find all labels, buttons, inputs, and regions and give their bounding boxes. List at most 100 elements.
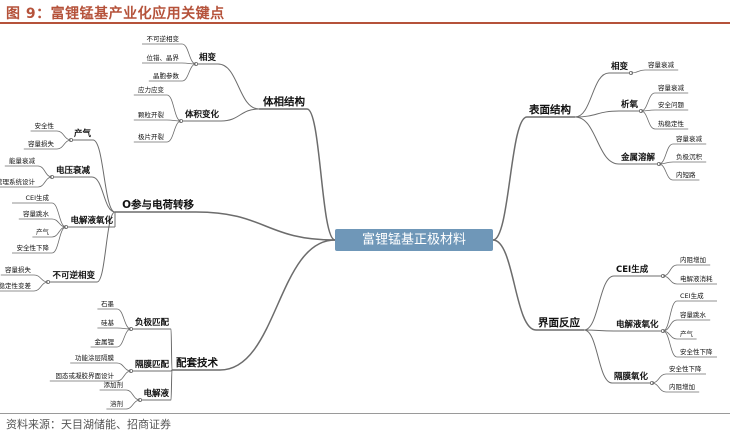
connector-leaf-left1-3-1 bbox=[33, 281, 49, 292]
connector-leaf-left2-2-1 bbox=[125, 399, 141, 410]
branch-left0: 体相结构 bbox=[263, 95, 305, 108]
connector-leaf-left2-1-0 bbox=[116, 362, 132, 372]
leaf-left1-0-0: 安全性 bbox=[35, 121, 55, 130]
connector-leaf-left0-0-0 bbox=[181, 43, 197, 65]
center-node bbox=[335, 229, 493, 251]
leaf-right1-1-0: CEI生成 bbox=[680, 291, 704, 300]
connector-leaf-left2-1-1 bbox=[116, 370, 132, 382]
connector-leaf-right0-1-1 bbox=[640, 109, 656, 112]
bottom-rule bbox=[0, 413, 730, 414]
connector-left0-0 bbox=[217, 63, 260, 110]
leaf-left2-2-1: 溶剂 bbox=[110, 399, 123, 408]
leaf-left2-0-0: 石墨 bbox=[101, 300, 115, 308]
branch-left2: 配套技术 bbox=[176, 356, 218, 369]
connector-leaf-left0-1-2 bbox=[166, 120, 182, 143]
subbranch-right0-2: 金属溶解 bbox=[620, 152, 656, 163]
subbranch-left0-0: 相变 bbox=[199, 52, 217, 63]
leaf-left2-1-0: 功能涂层隔膜 bbox=[75, 353, 115, 362]
leaf-right1-0-1: 电解液消耗 bbox=[680, 274, 713, 283]
source-note: 资料来源：天目湖储能、招商证券 bbox=[6, 418, 171, 431]
connector-right1 bbox=[492, 239, 537, 331]
connector-leaf-right1-1-1 bbox=[662, 319, 678, 332]
connector-leaf-right0-1-0 bbox=[640, 92, 656, 112]
leaf-left1-0-1: 容量损失 bbox=[28, 139, 55, 148]
connector-leaf-left2-0-2 bbox=[116, 328, 132, 348]
connector-right0-1 bbox=[574, 110, 620, 118]
connector-leaf-left2-2-0 bbox=[125, 389, 141, 401]
connector-leaf-left0-1-0 bbox=[166, 94, 182, 122]
center-label: 富锂锰基正极材料 bbox=[362, 232, 466, 248]
figure-title: 图 9：富锂锰基产业化应用关键点 bbox=[6, 6, 225, 22]
leaf-left0-0-1: 位错、晶界 bbox=[147, 53, 180, 62]
subbranch-right1-0: CEI生成 bbox=[616, 264, 649, 275]
connector-left2-2 bbox=[170, 369, 173, 401]
leaf-right1-0-0: 内阻增加 bbox=[680, 255, 706, 264]
subbranch-left0-1: 体积变化 bbox=[185, 109, 220, 120]
leaf-right0-1-0: 容量衰减 bbox=[658, 83, 685, 92]
leaf-left2-1-1: 固态或凝胶界面设计 bbox=[56, 371, 115, 380]
connector-right1-0 bbox=[583, 275, 615, 331]
leaf-left1-3-0: 容量损失 bbox=[5, 265, 32, 274]
connector-leaf-left1-0-0 bbox=[56, 130, 72, 141]
subbranch-right1-1: 电解液氧化 bbox=[616, 319, 659, 330]
leaf-right0-2-2: 内短路 bbox=[676, 170, 696, 179]
connector-left2 bbox=[219, 239, 336, 371]
branch-left1: O参与电荷转移 bbox=[122, 198, 194, 211]
leaf-right1-2-1: 内阻增加 bbox=[669, 382, 695, 391]
leaf-right0-1-2: 热稳定性 bbox=[658, 119, 685, 128]
leaf-left1-1-1: 电池管理系统设计 bbox=[0, 177, 36, 186]
connector-leaf-left1-1-0 bbox=[37, 165, 53, 178]
connector-leaf-left0-0-2 bbox=[181, 63, 197, 82]
subbranch-left2-2: 电解液 bbox=[143, 388, 169, 399]
connector-right0-0 bbox=[574, 72, 610, 118]
connector-leaf-right0-2-2 bbox=[658, 163, 674, 181]
connector-leaf-left0-0-1 bbox=[181, 62, 197, 65]
connector-leaf-right1-0-0 bbox=[662, 264, 678, 277]
leaf-left2-2-0: 添加剂 bbox=[104, 380, 124, 389]
connector-leaf-left1-2-1 bbox=[51, 218, 67, 228]
connector-leaf-right0-0-0 bbox=[630, 69, 646, 74]
branch-right0: 表面结构 bbox=[528, 103, 571, 116]
mindmap-connectors bbox=[0, 43, 717, 410]
leaf-right1-1-3: 安全性下降 bbox=[680, 347, 713, 356]
leaf-left1-3-1: 热稳定性变差 bbox=[0, 281, 32, 290]
leaf-left1-2-2: 产气 bbox=[36, 227, 50, 236]
connector-leaf-left1-2-3 bbox=[51, 226, 67, 254]
leaf-left2-0-2: 金属锂 bbox=[95, 337, 115, 346]
subbranch-left1-1: 电压衰减 bbox=[56, 165, 91, 176]
connector-leaf-right1-1-3 bbox=[662, 330, 678, 358]
subbranch-right0-1: 析氧 bbox=[621, 99, 639, 110]
leaf-right1-1-1: 容量跳水 bbox=[680, 310, 707, 319]
connector-leaf-right0-1-2 bbox=[640, 110, 656, 130]
connector-left2-0 bbox=[170, 328, 173, 371]
connector-right1-1 bbox=[583, 329, 615, 332]
subbranch-left1-3: 不可逆相变 bbox=[52, 270, 95, 281]
connector-leaf-left2-0-1 bbox=[116, 327, 132, 330]
connector-leaf-right0-2-0 bbox=[658, 143, 674, 165]
leaf-right0-2-0: 容量衰减 bbox=[676, 134, 703, 143]
leaf-left0-1-1: 颗粒开裂 bbox=[138, 110, 165, 119]
connector-left1-0 bbox=[92, 139, 116, 213]
title-rule bbox=[0, 22, 730, 24]
connector-left0 bbox=[306, 108, 336, 241]
leaf-left0-0-0: 不可逆相变 bbox=[147, 34, 180, 43]
connector-leaf-left1-2-0 bbox=[51, 202, 67, 228]
connector-leaf-right1-0-1 bbox=[662, 275, 678, 285]
leaf-right0-0-0: 容量衰减 bbox=[648, 60, 675, 69]
connector-leaf-left1-0-1 bbox=[56, 139, 72, 150]
subbranch-left2-1: 隔膜匹配 bbox=[135, 359, 170, 370]
connector-leaf-left1-3-0 bbox=[33, 274, 49, 283]
connector-leaf-left1-1-1 bbox=[37, 176, 53, 188]
leaf-right1-2-0: 安全性下降 bbox=[669, 364, 702, 373]
leaf-left1-1-0: 能量衰减 bbox=[9, 156, 36, 165]
subbranch-right1-2: 隔膜氧化 bbox=[614, 371, 649, 382]
leaf-left0-0-2: 晶胞参数 bbox=[153, 71, 180, 80]
connector-leaf-right1-2-0 bbox=[651, 373, 667, 384]
subbranch-right0-0: 相变 bbox=[611, 61, 629, 72]
mindmap-labels: 体相结构相变不可逆相变位错、晶界晶胞参数体积变化应力应变颗粒开裂极片开裂O参与电… bbox=[0, 34, 713, 408]
subbranch-left1-0: 产气 bbox=[74, 128, 92, 139]
connector-leaf-right1-1-0 bbox=[662, 300, 678, 332]
connector-left1 bbox=[195, 211, 336, 241]
connector-leaf-right1-2-1 bbox=[651, 382, 667, 393]
leaf-right1-1-2: 产气 bbox=[680, 329, 694, 338]
